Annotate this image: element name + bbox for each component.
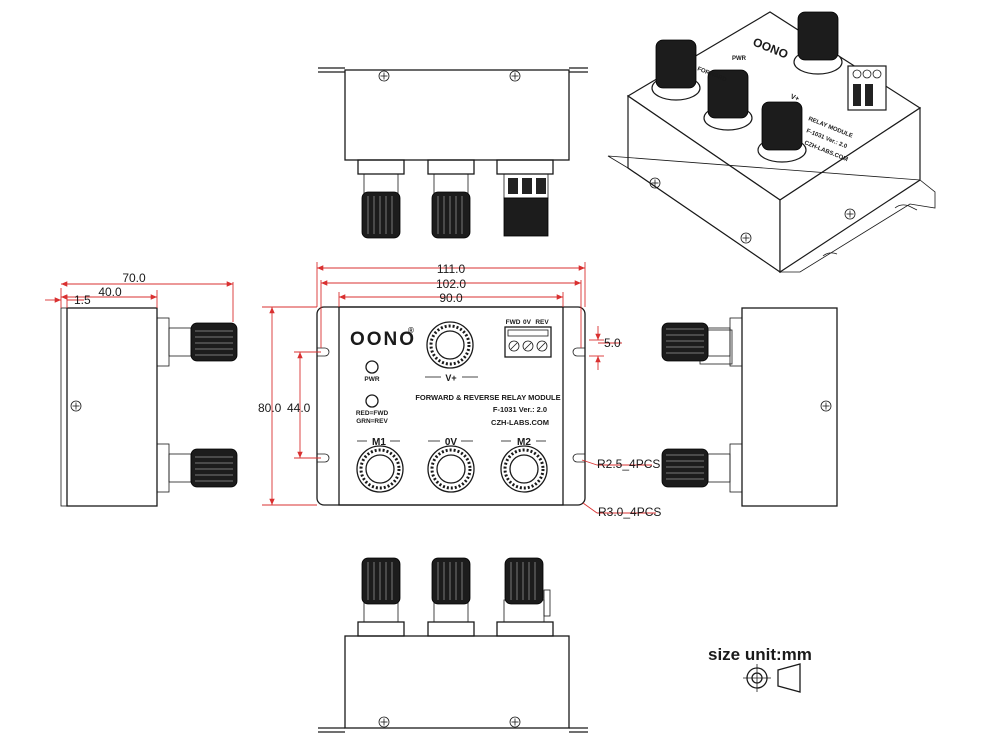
knob-icon [190, 322, 238, 362]
pwr-led-icon [365, 360, 379, 374]
dim-slot-width: 5.0 [604, 336, 621, 350]
led-legend-1: RED=FWD [356, 410, 389, 417]
knob-icon [661, 448, 709, 488]
knob-icon [361, 191, 401, 239]
knob-icon [431, 557, 471, 605]
brand-logo: OONO [350, 329, 416, 350]
isometric-view: OONO PWR V+ FORWARD RELAY MODULE F-1031 … [607, 11, 936, 274]
terminal-label-0v: 0V [523, 319, 532, 326]
model-label: F-1031 Ver.: 2.0 [493, 405, 547, 414]
dim-side-depth: 70.0 [122, 271, 146, 285]
knob-icon [504, 557, 544, 605]
pwr-label: PWR [364, 376, 379, 383]
terminal-block [504, 326, 552, 358]
top-view [318, 67, 588, 239]
dim-side-body: 40.0 [98, 285, 122, 299]
led-legend-2: GRN=REV [356, 418, 388, 425]
m1-label: M1 [372, 437, 386, 448]
knob-icon [661, 322, 709, 362]
knob-icon [361, 557, 401, 605]
status-led-icon [365, 394, 379, 408]
left-side-view: 70.0 40.0 1.5 [45, 271, 238, 507]
screw-icon [509, 716, 521, 728]
screw-icon [378, 716, 390, 728]
terminal-label-fwd: FWD [506, 319, 521, 326]
screw-icon [649, 177, 661, 189]
vplus-knob-icon [425, 320, 475, 370]
screw-icon [740, 232, 752, 244]
front-view: OONO ® PWR RED=FWD GRN=REV V+ FWD 0V REV… [258, 262, 661, 519]
right-side-view [661, 307, 838, 507]
screw-icon [509, 70, 521, 82]
screw-icon [844, 208, 856, 220]
dim-flange-pitch: 102.0 [436, 277, 466, 291]
units-label: size unit:mm [708, 645, 812, 664]
screw-icon [70, 400, 82, 412]
screw-icon [820, 400, 832, 412]
dim-flange-thickness: 1.5 [74, 293, 91, 307]
knob-icon [431, 191, 471, 239]
website-label: CZH-LABS.COM [491, 418, 549, 427]
bottom-view [318, 557, 588, 733]
vplus-label: V+ [445, 373, 456, 383]
dim-body-width: 90.0 [439, 291, 463, 305]
m2-knob-icon [499, 444, 549, 494]
dim-slot-radius: R2.5_4PCS [597, 457, 660, 471]
iso-vplus: V+ [789, 93, 800, 103]
dim-corner-radius: R3.0_4PCS [598, 505, 661, 519]
m1-knob-icon [355, 444, 405, 494]
dim-height: 80.0 [258, 401, 282, 415]
units-note: size unit:mm [708, 645, 812, 693]
module-title: FORWARD & REVERSE RELAY MODULE [415, 393, 560, 402]
screw-icon [378, 70, 390, 82]
terminal-label-rev: REV [535, 319, 549, 326]
zero-v-label: 0V [445, 437, 458, 448]
projection-symbol-icon [743, 663, 801, 693]
m2-label: M2 [517, 437, 531, 448]
iso-pwr: PWR [732, 56, 747, 62]
knob-icon [190, 448, 238, 488]
brand-mark: ® [408, 326, 414, 335]
dim-slot-pitch: 44.0 [287, 401, 311, 415]
zero-v-knob-icon [426, 444, 476, 494]
dim-overall-width: 111.0 [437, 262, 466, 276]
